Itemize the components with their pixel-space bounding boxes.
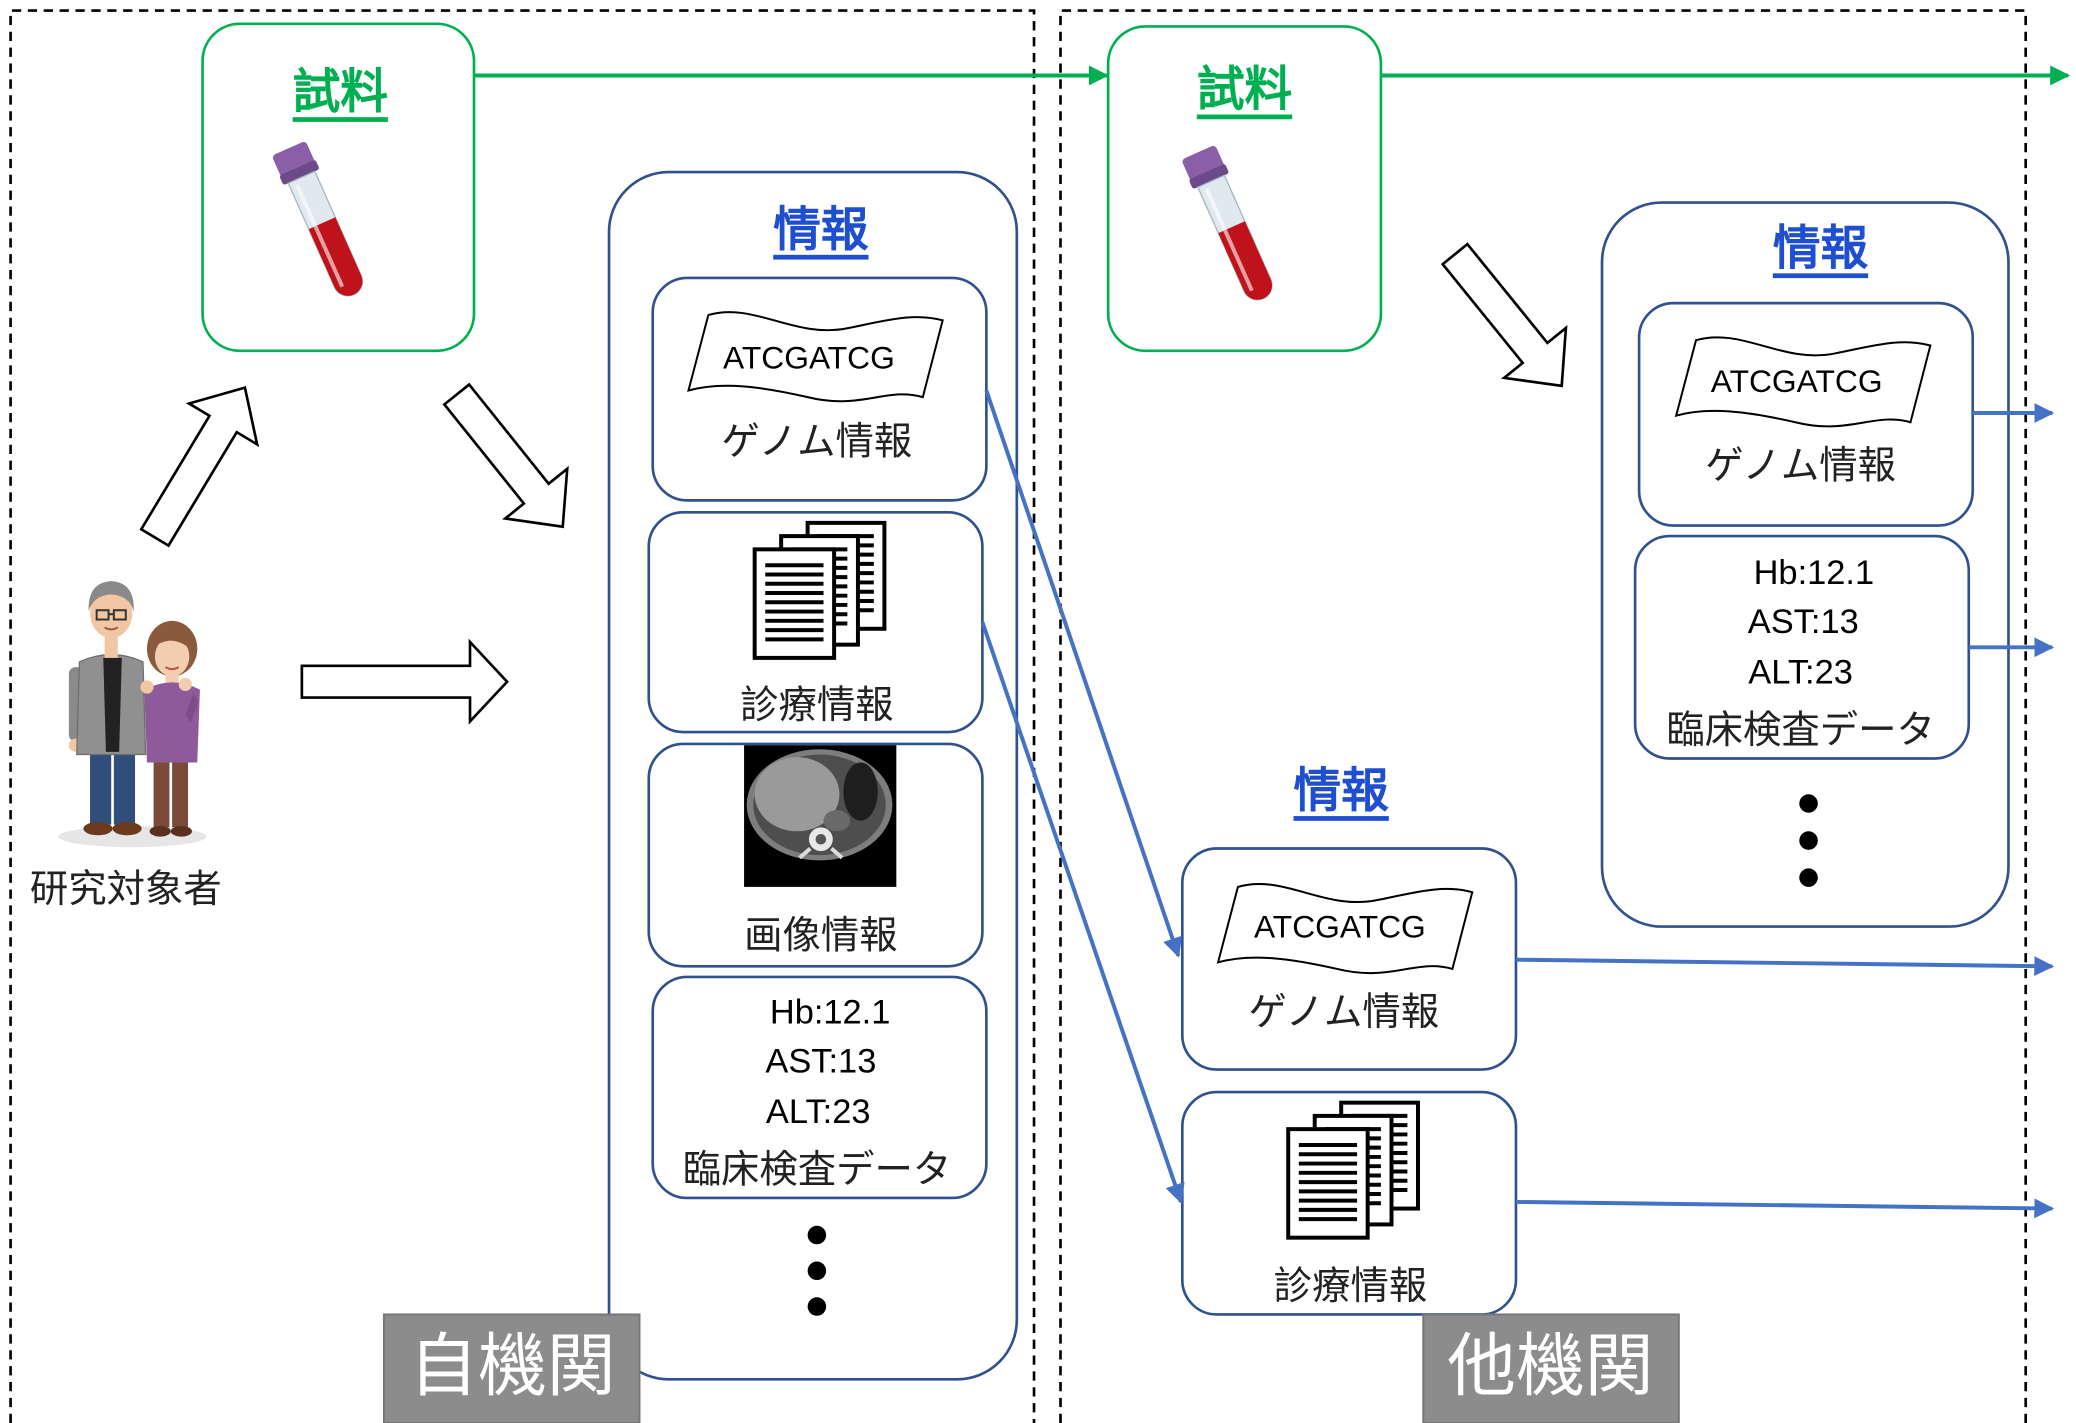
genome-sequence: ATCGATCG xyxy=(723,339,895,375)
genome-label: ゲノム情報 xyxy=(1705,444,1896,487)
lab-value-hb: Hb:12.1 xyxy=(770,994,891,1032)
shared-genome-onward-arrow xyxy=(1515,956,2055,977)
other-lab-card: Hb:12.1 AST:13 ALT:23 臨床検査データ xyxy=(1633,534,1971,760)
subject-to-sample-arrow xyxy=(139,385,260,548)
shared-genome-card: ATCGATCG ゲノム情報 xyxy=(1180,847,1518,1071)
ellipsis-dots xyxy=(807,1225,827,1316)
lab-value-ast: AST:13 xyxy=(1748,603,1859,641)
lab-value-alt: ALT:23 xyxy=(766,1093,871,1131)
genome-label: ゲノム情報 xyxy=(1248,991,1439,1034)
other-sample-title: 試料 xyxy=(1197,64,1292,117)
own-sample-box: 試料 xyxy=(201,22,476,353)
other-institution-region xyxy=(1059,9,2028,1423)
research-subjects-label: 研究対象者 xyxy=(30,868,222,911)
lab-value-hb: Hb:12.1 xyxy=(1754,554,1875,592)
own-info-panel: 情報 ATCGATCG ゲノム情報 診療情報 xyxy=(607,170,1019,1381)
shared-info-title: 情報 xyxy=(1294,765,1390,818)
lab-label: 臨床検査データ xyxy=(1666,709,1935,752)
other-institution-label: 他機関 xyxy=(1422,1313,1680,1423)
other-sample-to-info-arrow xyxy=(1440,242,1568,388)
other-info-title: 情報 xyxy=(1773,222,1869,275)
ellipsis-dots xyxy=(1799,794,1818,887)
own-institution-label: 自機関 xyxy=(382,1313,641,1423)
genome-sequence: ATCGATCG xyxy=(1711,363,1883,399)
own-genome-card: ATCGATCG ゲノム情報 xyxy=(651,276,988,502)
own-medical-card: 診療情報 xyxy=(647,510,984,734)
own-sample-title: 試料 xyxy=(293,66,388,119)
other-institution-name: 他機関 xyxy=(1447,1328,1654,1405)
own-lab-card: Hb:12.1 AST:13 ALT:23 臨床検査データ xyxy=(651,975,988,1200)
subject-to-info-arrow xyxy=(300,638,509,725)
ct-scan-image xyxy=(744,745,897,887)
own-info-title: 情報 xyxy=(773,204,869,257)
lab-value-ast: AST:13 xyxy=(765,1043,876,1081)
own-imaging-card: 画像情報 xyxy=(647,742,984,968)
other-info-panel: 情報 ATCGATCG ゲノム情報 Hb:12.1 AST:13 ALT:23 … xyxy=(1600,201,2010,928)
shared-info-group: 情報 ATCGATCG ゲノム情報 診療情報 xyxy=(1180,765,1518,1316)
shared-medical-onward-arrow xyxy=(1515,1198,2055,1219)
own-institution-name: 自機関 xyxy=(409,1328,616,1405)
sample-to-info-arrow xyxy=(442,382,569,529)
research-subjects-illustration xyxy=(58,581,207,848)
lab-value-alt: ALT:23 xyxy=(1748,653,1853,691)
genome-sequence: ATCGATCG xyxy=(1254,909,1426,945)
medical-transfer-arrow xyxy=(980,621,1185,1204)
lab-label: 臨床検査データ xyxy=(683,1149,952,1192)
medical-label: 診療情報 xyxy=(740,684,894,727)
medical-label: 診療情報 xyxy=(1274,1265,1428,1308)
genome-label: ゲノム情報 xyxy=(722,421,913,464)
genome-transfer-arrow xyxy=(984,389,1182,958)
shared-medical-card: 診療情報 xyxy=(1180,1090,1518,1316)
own-institution-region xyxy=(9,9,1036,1423)
imaging-label: 画像情報 xyxy=(744,914,898,957)
other-genome-card: ATCGATCG ゲノム情報 xyxy=(1637,301,1975,527)
other-sample-box: 試料 xyxy=(1106,25,1383,353)
